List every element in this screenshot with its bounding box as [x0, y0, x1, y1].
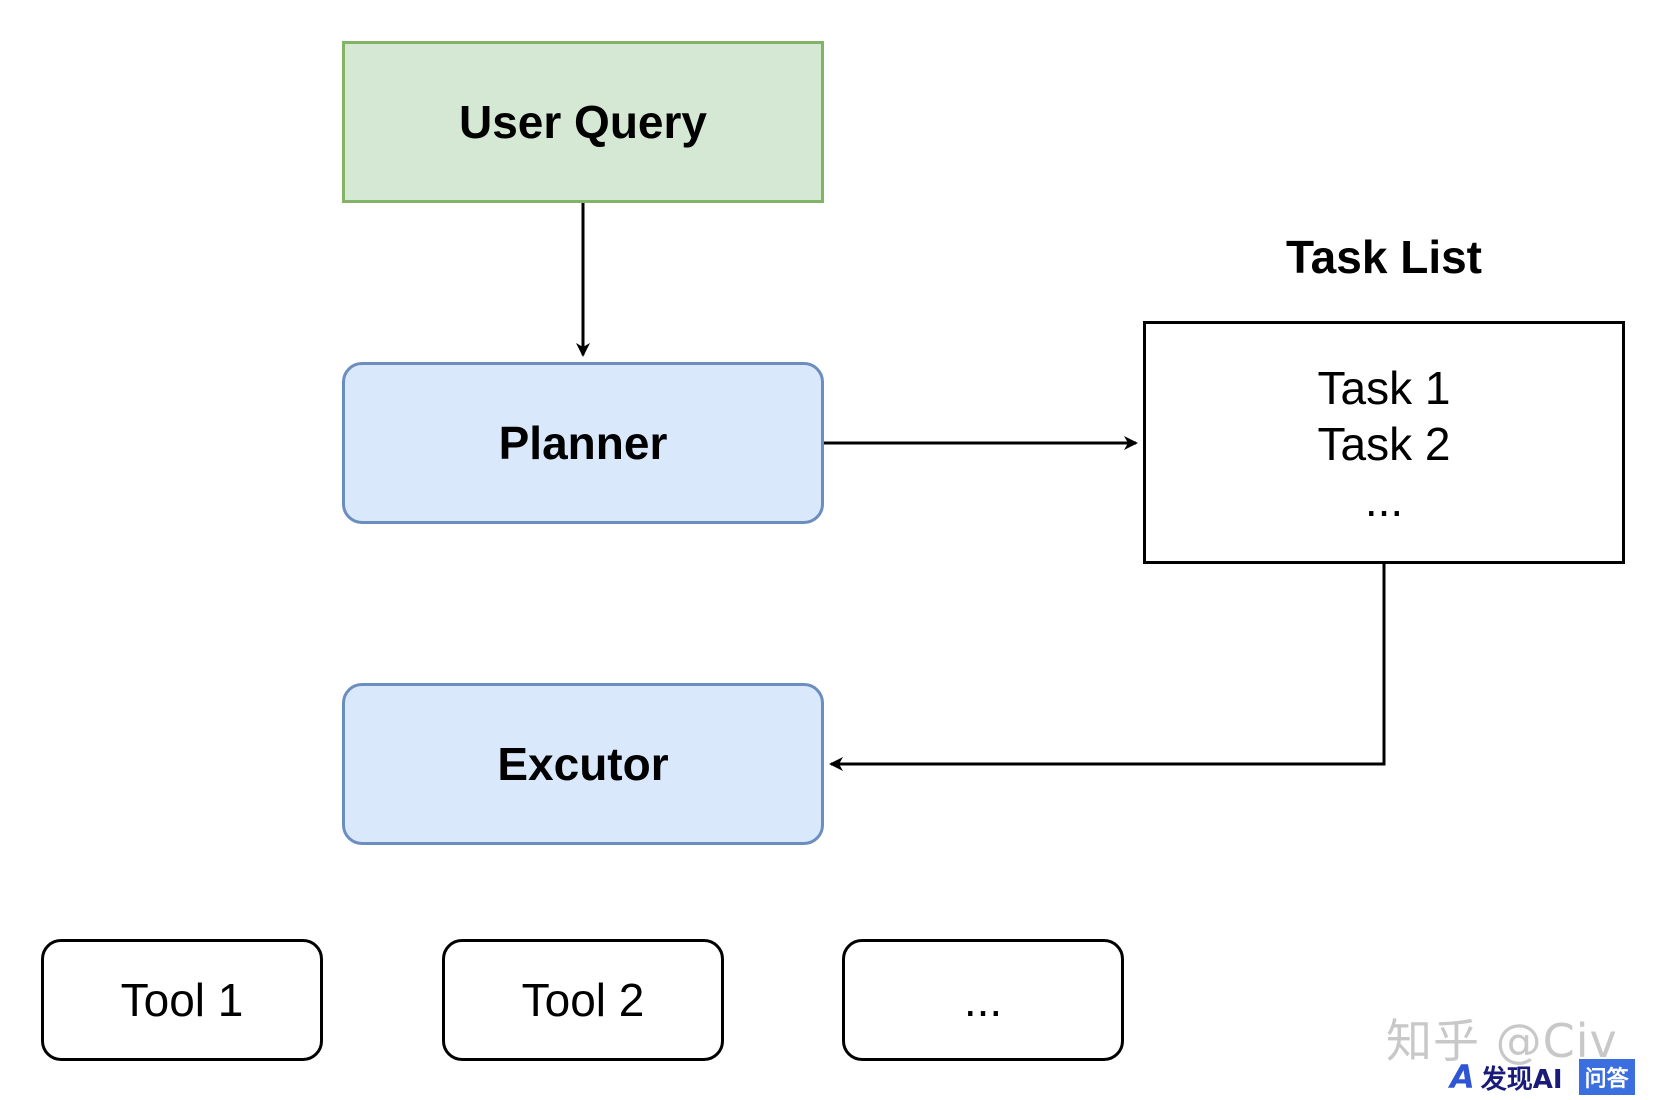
edge-tasklist-executor: [829, 564, 1386, 771]
user-query-node: User Query: [342, 41, 824, 203]
tool-node: Tool 1: [41, 939, 323, 1061]
task-list-item: Task 1: [1317, 362, 1451, 414]
task-list-item: ...: [1364, 474, 1404, 526]
tool-node: Tool 2: [442, 939, 724, 1061]
ai-logo-icon: A: [1450, 1058, 1475, 1096]
brand-logo: A 发现AI 问答: [1450, 1058, 1635, 1096]
brand-name: 发现AI: [1480, 1064, 1563, 1095]
task-list-title: Task List: [1286, 231, 1482, 283]
task-list-box: Task 1 Task 2 ...: [1143, 321, 1625, 564]
watermark-text: 知乎 @Civ: [1386, 1014, 1618, 1068]
tool-node: ...: [842, 939, 1124, 1061]
planner-node: Planner: [342, 362, 824, 524]
executor-node: Excutor: [342, 683, 824, 845]
task-list-item: Task 2: [1317, 418, 1451, 470]
brand-badge: 问答: [1578, 1059, 1635, 1095]
